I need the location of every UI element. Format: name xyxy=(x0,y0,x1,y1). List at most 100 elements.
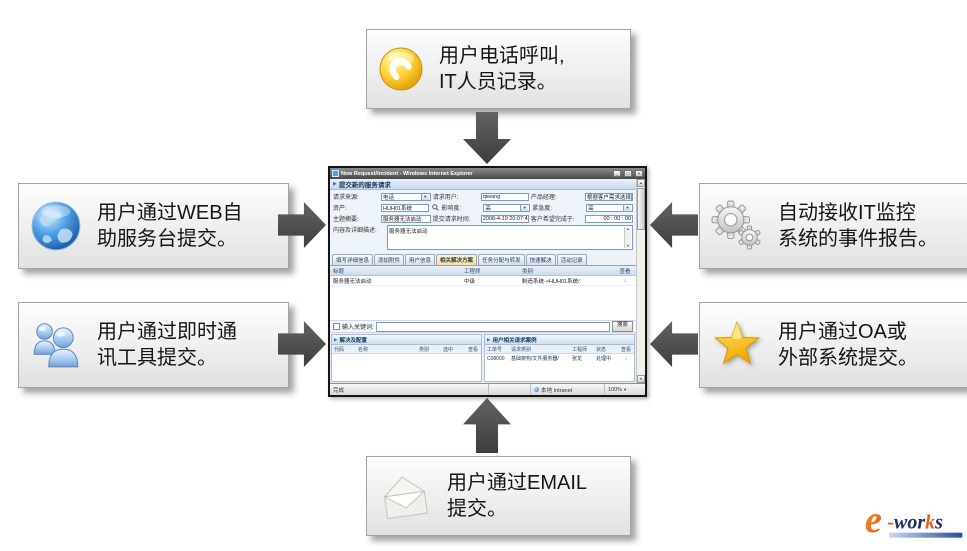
arrow-oa-to-window xyxy=(650,321,698,367)
tab-detail-info[interactable]: 填写详细信息 xyxy=(332,254,374,265)
phone-icon xyxy=(377,45,425,93)
submit-time-input[interactable]: 2008-4-19 20:07:43 xyxy=(480,214,529,223)
source-select[interactable]: 电话▼ xyxy=(381,192,431,201)
eworks-logo: e -works xyxy=(864,498,964,544)
panel-arrow-icon: ▶ xyxy=(334,336,338,342)
gears-icon xyxy=(710,199,764,253)
view-icon[interactable]: ↓ xyxy=(623,277,627,284)
card-im-text: 用户通过即时通 讯工具提交。 xyxy=(97,320,237,369)
arrow-email-to-window xyxy=(463,398,511,453)
browser-window: New Request/Incident - Windows Internet … xyxy=(328,166,647,397)
tab-task-assign[interactable]: 任务分配与转发 xyxy=(478,254,525,265)
solution-table: 标题 工程师 类别 查看 服务器无法启动 中级 制造系统->HUH01系统/ ↓ xyxy=(330,266,636,320)
field-label-urgency: 紧急度: xyxy=(532,206,552,212)
due-time-input[interactable]: 00 : 00 : 00 xyxy=(584,214,633,223)
panel-title: 用户相关请求案例 xyxy=(492,337,537,344)
request-form: 请求来源: 电话▼ 请求用户: qiwang 产品经理: 根据客户需求选择▼ 资… xyxy=(330,190,636,254)
asset-input[interactable]: HUH01系统 xyxy=(381,203,430,212)
logo-e-glyph: e xyxy=(865,499,882,541)
field-label-asset: 资产: xyxy=(333,206,347,212)
status-text: 完成 xyxy=(330,384,489,395)
urgency-select[interactable]: 高▼ xyxy=(586,203,634,212)
intranet-zone-icon xyxy=(534,387,539,392)
subject-input[interactable]: 服务器无法启动 xyxy=(381,214,431,223)
star-icon xyxy=(710,319,764,371)
window-titlebar[interactable]: New Request/Incident - Windows Internet … xyxy=(330,168,645,179)
field-label-description: 内容及详细描述: xyxy=(333,228,377,234)
solution-table-header: 标题 工程师 类别 查看 xyxy=(330,266,636,276)
close-button[interactable]: × xyxy=(635,170,643,177)
field-label-user: 请求用户: xyxy=(432,195,459,201)
keyword-search-row: 输入关键词: 搜索 xyxy=(330,320,636,333)
impact-select[interactable]: 高▼ xyxy=(483,203,531,212)
ie-document-icon xyxy=(332,170,339,177)
related-cases-panel: ▶ 用户相关请求案例 工单号 请求类别 工程师 状态 查看 C08000 xyxy=(484,334,635,382)
field-label-product: 产品经理: xyxy=(530,195,557,201)
tab-quick-solve[interactable]: 快速解决 xyxy=(525,254,556,265)
panel-title: 解决及配置 xyxy=(339,337,367,344)
product-select[interactable]: 根据客户需求选择▼ xyxy=(584,192,633,201)
field-label-submit-time: 提交请求时间: xyxy=(432,217,471,223)
solution-config-panel: ▶ 解决及配置 代码 名称 类别 选中 查看 xyxy=(331,334,482,382)
tab-user-info[interactable]: 用户信息 xyxy=(405,254,436,265)
chevron-down-icon[interactable]: ▼ xyxy=(520,204,529,211)
case-row[interactable]: C08000 基础架构/文件服务器/ 张龙 处理中 ↓ xyxy=(485,354,634,363)
maximize-button[interactable]: □ xyxy=(624,170,632,177)
user-input[interactable]: qiwang xyxy=(480,192,529,201)
section-arrow-icon: ▶ xyxy=(333,181,337,187)
card-it-monitoring: 自动接收IT监控 系统的事件报告。 xyxy=(699,183,967,269)
tab-attachments[interactable]: 添加附件 xyxy=(374,254,405,265)
svg-text:-works: -works xyxy=(887,512,943,534)
field-label-source: 请求来源: xyxy=(333,195,359,201)
textarea-scrollbar[interactable]: ▲ ▼ xyxy=(624,227,631,248)
chevron-down-icon[interactable]: ▼ xyxy=(630,193,632,200)
window-scrollbar[interactable]: ▲ ▼ xyxy=(636,179,645,383)
tab-related-solutions[interactable]: 相关解决方案 xyxy=(436,254,478,265)
chevron-down-icon: ▼ xyxy=(623,387,628,392)
arrow-monitor-to-window xyxy=(650,202,698,248)
table-empty-area xyxy=(330,286,636,320)
description-textarea[interactable]: 服务器无法启动 ▲ ▼ xyxy=(387,225,633,250)
keyword-input[interactable] xyxy=(375,321,610,332)
card-web-selfservice: 用户通过WEB自 助服务台提交。 xyxy=(18,183,289,269)
card-email: 用户通过EMAIL 提交。 xyxy=(366,456,631,536)
col-engineer: 工程师 xyxy=(464,268,481,275)
scroll-up-icon: ▲ xyxy=(626,227,630,231)
col-view: 查看 xyxy=(619,268,631,275)
minimize-button[interactable]: _ xyxy=(613,170,621,177)
tab-activity-log[interactable]: 活动记录 xyxy=(556,254,587,265)
window-title: New Request/Incident - Windows Internet … xyxy=(341,170,473,177)
logo-underline xyxy=(889,532,963,538)
keyword-label: 输入关键词: xyxy=(342,325,374,331)
scrollbar-thumb[interactable] xyxy=(637,188,645,230)
zoom-level[interactable]: 100% ▼ xyxy=(608,386,628,393)
status-bar: 完成 本地 Intranet 100% ▼ xyxy=(330,383,645,395)
section-header: ▶ 提交新的服务请求 xyxy=(330,179,636,190)
search-button[interactable]: 搜索 xyxy=(611,321,633,332)
arrow-phone-to-window xyxy=(463,112,511,164)
tab-bar: 填写详细信息 添加附件 用户信息 相关解决方案 任务分配与转发 快速解决 活动记… xyxy=(330,254,636,266)
magnifier-icon[interactable] xyxy=(432,204,440,211)
field-label-due: 客户希望完成于: xyxy=(530,217,575,223)
security-zone: 本地 Intranet xyxy=(531,384,605,395)
card-email-text: 用户通过EMAIL 提交。 xyxy=(447,471,588,520)
card-instant-messaging: 用户通过即时通 讯工具提交。 xyxy=(18,302,289,388)
globe-icon xyxy=(29,199,83,253)
keyword-checkbox[interactable] xyxy=(333,323,340,330)
col-title: 标题 xyxy=(333,268,345,275)
scroll-down-icon: ▼ xyxy=(626,244,630,248)
chevron-down-icon[interactable]: ▼ xyxy=(420,193,429,200)
col-category: 类别 xyxy=(522,268,534,275)
card-oa-text: 用户通过OA或 外部系统提交。 xyxy=(778,320,918,369)
people-icon xyxy=(29,318,83,372)
view-icon[interactable]: ↓ xyxy=(624,355,628,362)
table-row[interactable]: 服务器无法启动 中级 制造系统->HUH01系统/ ↓ xyxy=(330,276,636,286)
section-title: 提交新的服务请求 xyxy=(338,182,391,189)
chevron-down-icon[interactable]: ▼ xyxy=(623,204,632,211)
card-phone-text: 用户电话呼叫, IT人员记录。 xyxy=(439,44,565,93)
status-spacer xyxy=(489,384,531,395)
scroll-down-icon[interactable]: ▼ xyxy=(637,375,645,383)
bottom-panels: ▶ 解决及配置 代码 名称 类别 选中 查看 ▶ xyxy=(330,333,636,383)
scroll-up-icon[interactable]: ▲ xyxy=(637,179,645,187)
